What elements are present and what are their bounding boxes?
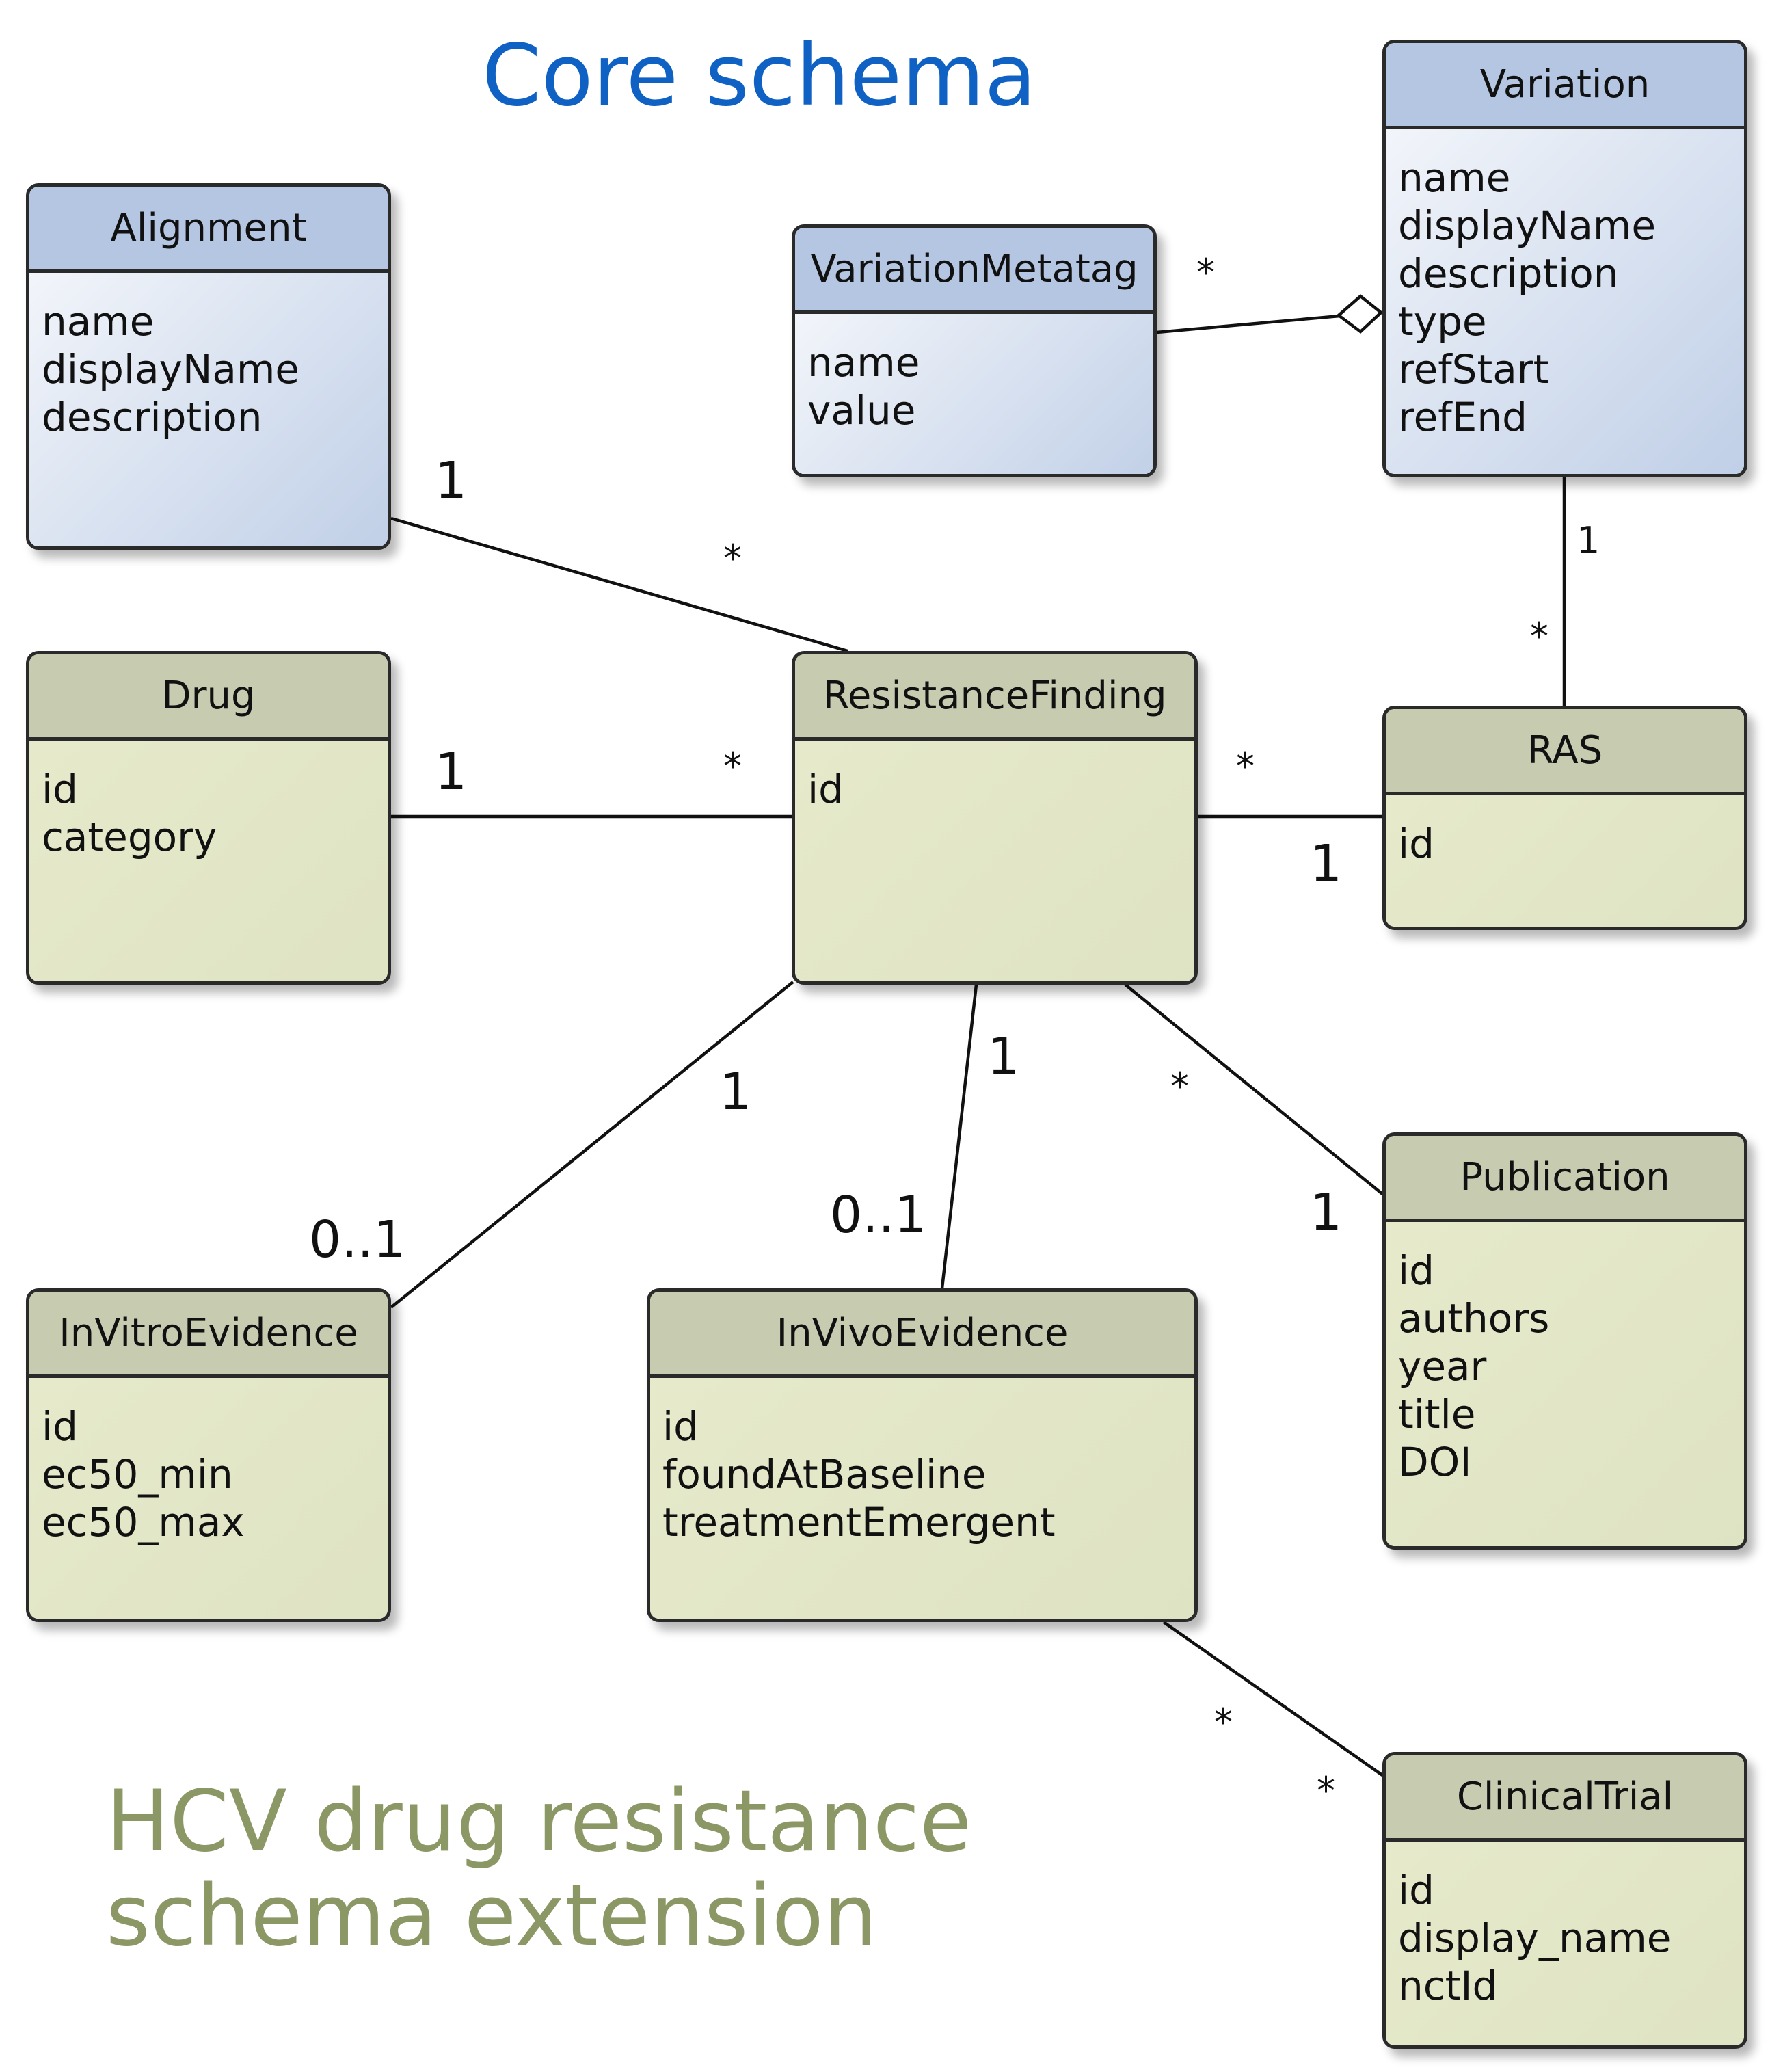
multiplicity-label: 1 — [987, 1027, 1020, 1086]
attribute: ec50_max — [42, 1499, 245, 1545]
attribute: id — [1398, 1867, 1434, 1913]
entity-name: VariationMetatag — [795, 228, 1153, 314]
entity-alignment[interactable]: Alignment name displayName description — [26, 183, 391, 550]
multiplicity-label: 1 — [1310, 1183, 1343, 1242]
entity-ras[interactable]: RAS id — [1382, 706, 1747, 930]
attribute: authors — [1398, 1295, 1550, 1342]
entity-in-vivo-evidence[interactable]: InVivoEvidence id foundAtBaseline treatm… — [647, 1288, 1198, 1622]
entity-name: RAS — [1386, 709, 1744, 795]
multiplicity-label: * — [1170, 1065, 1189, 1108]
attribute: id — [42, 1403, 78, 1450]
aggregation-diamond — [1336, 294, 1384, 334]
attribute: refStart — [1398, 346, 1549, 393]
entity-name: Alignment — [29, 187, 388, 273]
attribute: DOI — [1398, 1439, 1472, 1485]
extension-schema-title: HCV drug resistance schema extension — [106, 1775, 971, 1963]
attribute: id — [807, 766, 844, 812]
edge-metatag-variation — [1156, 314, 1341, 334]
edge-finding-publication — [1124, 983, 1384, 1195]
attribute: displayName — [42, 346, 300, 393]
extension-title-line-1: HCV drug resistance — [106, 1772, 972, 1871]
attribute: treatmentEmergent — [662, 1499, 1056, 1545]
entity-publication[interactable]: Publication id authors year title DOI — [1382, 1132, 1747, 1550]
attribute: year — [1398, 1343, 1487, 1390]
attribute: name — [807, 339, 920, 386]
entity-name: ResistanceFinding — [795, 654, 1194, 741]
entity-name: InVivoEvidence — [650, 1292, 1194, 1378]
multiplicity-label: 0..1 — [309, 1210, 406, 1269]
multiplicity-label: * — [1214, 1701, 1233, 1744]
multiplicity-label: * — [1530, 615, 1548, 658]
attribute-list: id authors year title DOI — [1386, 1222, 1744, 1546]
attribute: id — [1398, 821, 1434, 867]
attribute-list: id — [1386, 795, 1744, 927]
edge-invivo-trial — [1162, 1621, 1384, 1777]
entity-drug[interactable]: Drug id category — [26, 651, 391, 985]
multiplicity-label: 1 — [435, 451, 468, 510]
attribute-list: id category — [29, 741, 388, 981]
entity-name: Drug — [29, 654, 388, 741]
attribute: value — [807, 387, 916, 434]
entity-resistance-finding[interactable]: ResistanceFinding id — [792, 651, 1198, 985]
multiplicity-label: * — [723, 537, 742, 580]
attribute: type — [1398, 298, 1487, 345]
multiplicity-label: 1 — [1310, 834, 1343, 893]
multiplicity-label: * — [723, 745, 742, 788]
attribute: ec50_min — [42, 1451, 233, 1498]
entity-variation-metatag[interactable]: VariationMetatag name value — [792, 224, 1157, 477]
entity-name: ClinicalTrial — [1386, 1755, 1744, 1842]
entity-name: Variation — [1386, 43, 1744, 129]
edge-finding-invitro — [390, 981, 794, 1309]
attribute: foundAtBaseline — [662, 1451, 987, 1498]
attribute-list: name displayName description type refSta… — [1386, 129, 1744, 474]
attribute: id — [42, 766, 78, 812]
edge-finding-invivo — [940, 984, 978, 1289]
attribute-list: id foundAtBaseline treatmentEmergent — [650, 1378, 1194, 1619]
attribute-list: name displayName description — [29, 273, 388, 546]
multiplicity-label: 0..1 — [830, 1186, 927, 1245]
attribute: id — [1398, 1247, 1434, 1294]
entity-name: InVitroEvidence — [29, 1292, 388, 1378]
attribute: category — [42, 814, 217, 860]
attribute: name — [1398, 155, 1511, 201]
attribute: refEnd — [1398, 394, 1527, 440]
attribute: description — [1398, 250, 1619, 297]
multiplicity-label: 1 — [719, 1063, 752, 1121]
attribute-list: id — [795, 741, 1194, 981]
attribute: description — [42, 394, 263, 440]
multiplicity-label: * — [1236, 745, 1255, 788]
entity-variation[interactable]: Variation name displayName description t… — [1382, 40, 1747, 477]
attribute: title — [1398, 1391, 1476, 1437]
multiplicity-label: * — [1317, 1769, 1335, 1812]
multiplicity-label: 1 — [435, 743, 468, 801]
attribute-list: id ec50_min ec50_max — [29, 1378, 388, 1619]
attribute-list: id display_name nctId — [1386, 1842, 1744, 2045]
multiplicity-label: * — [1196, 251, 1215, 294]
attribute: displayName — [1398, 202, 1657, 249]
attribute: name — [42, 298, 155, 345]
extension-title-line-2: schema extension — [106, 1867, 878, 1965]
entity-clinical-trial[interactable]: ClinicalTrial id display_name nctId — [1382, 1752, 1747, 2049]
attribute: nctId — [1398, 1963, 1498, 2009]
attribute-list: name value — [795, 314, 1153, 474]
core-schema-title: Core schema — [482, 27, 1036, 125]
entity-name: Publication — [1386, 1136, 1744, 1222]
edge-alignment-finding — [390, 516, 848, 653]
attribute: id — [662, 1403, 699, 1450]
attribute: display_name — [1398, 1915, 1672, 1961]
entity-in-vitro-evidence[interactable]: InVitroEvidence id ec50_min ec50_max — [26, 1288, 391, 1622]
multiplicity-label: 1 — [1577, 519, 1600, 562]
